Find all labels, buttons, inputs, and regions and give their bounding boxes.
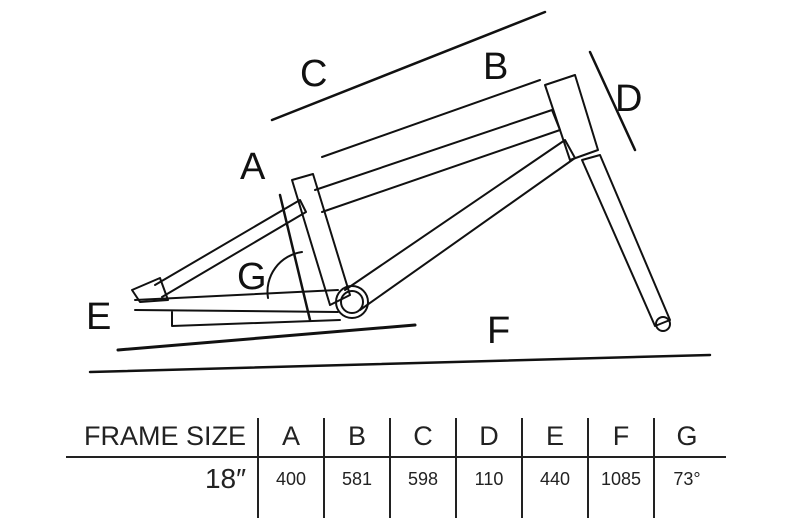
seat-stay bbox=[154, 199, 307, 298]
frame-size-value: 18″ bbox=[204, 463, 246, 494]
label-f: F bbox=[487, 310, 511, 352]
label-e: E bbox=[86, 296, 112, 338]
value-a: 400 bbox=[275, 469, 307, 489]
label-b: B bbox=[483, 46, 509, 88]
label-d: D bbox=[615, 78, 643, 120]
table-rule bbox=[66, 456, 726, 458]
dimension-line-d bbox=[588, 50, 637, 152]
value-e: 440 bbox=[539, 469, 571, 489]
value-d: 110 bbox=[474, 469, 504, 489]
bottom-bracket bbox=[335, 285, 369, 319]
dimension-line-f bbox=[88, 353, 712, 374]
head-tube bbox=[544, 74, 599, 161]
column-divider bbox=[323, 418, 325, 518]
top-tube bbox=[314, 109, 561, 213]
value-g: 73° bbox=[673, 469, 701, 489]
column-divider bbox=[521, 418, 523, 518]
dimension-line-e bbox=[116, 323, 417, 352]
header-a: A bbox=[281, 421, 300, 451]
seat-tube bbox=[291, 173, 351, 306]
column-divider bbox=[455, 418, 457, 518]
rear-dropout bbox=[131, 277, 169, 303]
column-divider bbox=[587, 418, 589, 518]
column-divider bbox=[389, 418, 391, 518]
fork bbox=[581, 154, 671, 327]
header-frame-size: FRAME SIZE bbox=[83, 421, 246, 451]
bottom-bracket-inner bbox=[340, 290, 364, 314]
header-e: E bbox=[545, 421, 564, 451]
table-row: 18″ 400 581 598 110 440 1085 73° bbox=[66, 464, 720, 494]
column-divider bbox=[653, 418, 655, 518]
label-c: C bbox=[300, 53, 328, 95]
header-c: C bbox=[413, 421, 433, 451]
header-f: F bbox=[612, 421, 630, 451]
fork-dropout bbox=[655, 316, 671, 332]
dimension-line-b bbox=[321, 79, 541, 158]
value-c: 598 bbox=[407, 469, 439, 489]
column-divider bbox=[257, 418, 259, 518]
value-b: 581 bbox=[341, 469, 373, 489]
chain-stay bbox=[134, 289, 341, 327]
header-d: D bbox=[479, 421, 499, 451]
table-header-row: FRAME SIZE A B C D E F G bbox=[66, 420, 720, 452]
header-b: B bbox=[347, 421, 366, 451]
dimension-line-c bbox=[270, 10, 547, 122]
frame-geometry-table: FRAME SIZE A B C D E F G 18″ 400 581 598… bbox=[66, 418, 726, 518]
down-tube bbox=[344, 139, 576, 311]
label-a: A bbox=[240, 146, 266, 188]
dimension-line-a bbox=[278, 193, 312, 322]
label-g: G bbox=[237, 256, 267, 298]
angle-arc-g bbox=[266, 251, 303, 299]
header-g: G bbox=[676, 421, 698, 451]
value-f: 1085 bbox=[600, 469, 642, 489]
